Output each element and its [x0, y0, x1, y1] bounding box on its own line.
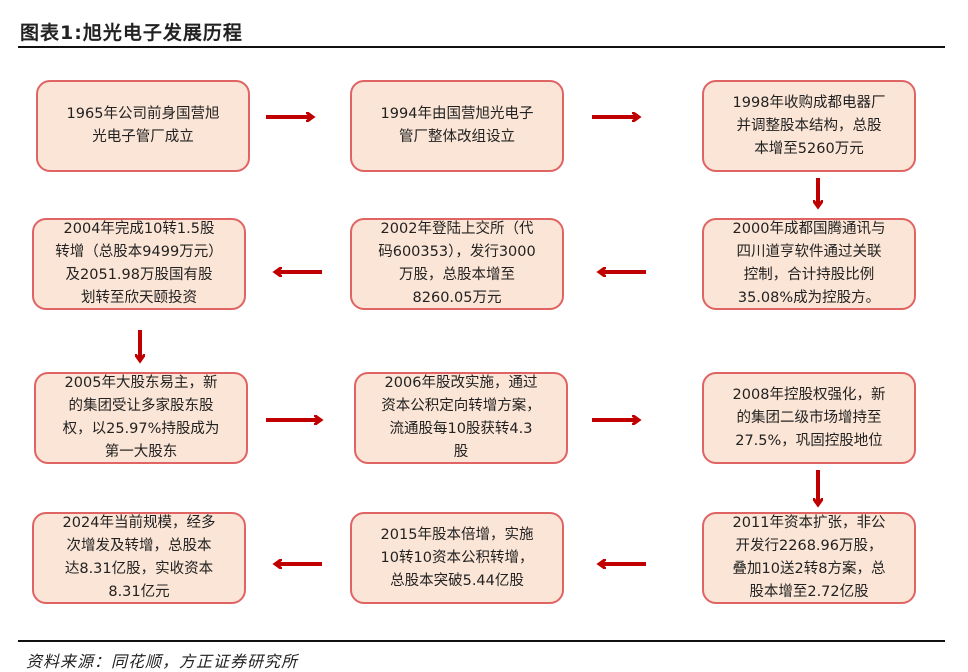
milestone-2008: 2008年控股权强化，新 的集团二级市场增持至 27.5%，巩固控股地位: [702, 372, 916, 464]
milestone-2004: 2004年完成10转1.5股 转增（总股本9499万元） 及2051.98万股国…: [32, 218, 246, 310]
milestone-2005: 2005年大股东易主，新 的集团受让多家股东股 权，以25.97%持股成为 第一…: [34, 372, 248, 464]
milestone-text: 2005年大股东易主，新: [64, 375, 218, 391]
milestone-text: 1965年公司前身国营旭: [66, 106, 220, 122]
milestone-text: 及2051.98万股国有股: [65, 267, 213, 283]
milestone-text: 2004年完成10转1.5股: [63, 221, 215, 237]
milestone-text: 管厂整体改组设立: [399, 129, 515, 145]
milestone-text: 四川道亨软件通过关联: [736, 244, 882, 260]
milestone-text: 的集团受让多家股东股: [68, 398, 214, 414]
milestone-2006: 2006年股改实施，通过 资本公积定向转增方案， 流通股每10股获转4.3 股: [354, 372, 568, 464]
milestone-text: 8.31亿元: [108, 584, 170, 600]
milestone-text: 股: [453, 444, 469, 460]
milestone-text: 2006年股改实施，通过: [384, 375, 538, 391]
milestone-text: 次增发及转增，总股本: [66, 538, 212, 554]
milestone-2002: 2002年登陆上交所（代 码600353），发行3000 万股，总股本增至 82…: [350, 218, 564, 310]
milestone-text: 27.5%，巩固控股地位: [735, 432, 883, 449]
milestone-text: 2002年登陆上交所（代: [380, 221, 534, 237]
milestone-text: 资本公积定向转增方案，: [381, 398, 541, 414]
source-note: 资料来源：同花顺，方正证券研究所: [26, 652, 299, 671]
milestone-text: 光电子管厂成立: [92, 129, 194, 145]
milestone-text: 8260.05万元: [412, 290, 502, 306]
milestone-2024: 2024年当前规模，经多 次增发及转增，总股本 达8.31亿股，实收资本 8.3…: [32, 512, 246, 604]
milestone-1998: 1998年收购成都电器厂 并调整股本结构，总股 本增至5260万元: [702, 80, 916, 172]
milestone-1965: 1965年公司前身国营旭 光电子管厂成立: [36, 80, 250, 172]
milestone-text: 流通股每10股获转4.3: [389, 421, 533, 437]
milestone-text: 转增（总股本9499万元）: [55, 244, 223, 260]
milestone-text: 控制，合计持股比例: [743, 267, 875, 283]
milestone-text: 总股本突破5.44亿股: [390, 572, 524, 589]
milestone-text: 达8.31亿股，实收资本: [64, 561, 214, 577]
milestone-text: 2011年资本扩张，非公: [732, 515, 886, 531]
milestone-text: 万股，总股本增至: [399, 267, 515, 283]
bottom-divider: [18, 640, 945, 642]
milestone-text: 开发行2268.96万股，: [735, 538, 883, 554]
figure-title: 图表1:旭光电子发展历程: [20, 22, 243, 44]
top-divider: [18, 46, 945, 48]
milestone-text: 2024年当前规模，经多: [62, 515, 216, 531]
milestone-text: 本增至5260万元: [754, 140, 864, 157]
milestone-2011: 2011年资本扩张，非公 开发行2268.96万股， 叠加10送2转8方案，总 …: [702, 512, 916, 604]
milestone-2015: 2015年股本倍增，实施 10转10资本公积转增， 总股本突破5.44亿股: [350, 512, 564, 604]
milestone-text: 2015年股本倍增，实施: [380, 526, 534, 543]
milestone-text: 权，以25.97%持股成为: [62, 421, 220, 437]
milestone-text: 1998年收购成都电器厂: [732, 94, 886, 111]
milestone-text: 并调整股本结构，总股: [736, 117, 882, 134]
milestone-1994: 1994年由国营旭光电子 管厂整体改组设立: [350, 80, 564, 172]
milestone-text: 划转至欣天颐投资: [81, 290, 197, 306]
milestone-text: 35.08%成为控股方。: [737, 290, 881, 306]
milestone-text: 第一大股东: [104, 444, 178, 460]
milestone-text: 股本增至2.72亿股: [749, 584, 869, 600]
milestone-text: 2000年成都国腾通讯与: [732, 221, 886, 237]
milestone-text: 的集团二级市场增持至: [736, 409, 882, 426]
milestone-text: 10转10资本公积转增，: [380, 549, 534, 566]
milestone-text: 叠加10送2转8方案，总: [732, 561, 886, 577]
milestone-text: 1994年由国营旭光电子: [380, 106, 534, 122]
milestone-2000: 2000年成都国腾通讯与 四川道亨软件通过关联 控制，合计持股比例 35.08%…: [702, 218, 916, 310]
milestone-text: 2008年控股权强化，新: [732, 386, 886, 403]
milestone-text: 码600353），发行3000: [378, 244, 536, 260]
